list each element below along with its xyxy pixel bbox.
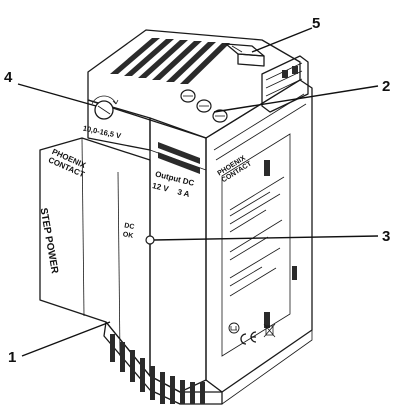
callout-5-leader bbox=[251, 27, 313, 53]
callout-5-number: 5 bbox=[312, 15, 320, 32]
side-vent-slot bbox=[264, 160, 270, 176]
callout-4-leader bbox=[17, 83, 97, 107]
status-indicator: DC OK bbox=[122, 222, 135, 240]
output-current: 3 A bbox=[177, 187, 191, 199]
power-supply-unit: Output DC 12 V 3 A 10,0-16,5 V PHOENIX C… bbox=[37, 29, 313, 405]
ce-mark-icon bbox=[240, 331, 257, 345]
ul-mark-icon bbox=[228, 322, 240, 334]
status-line-dc: DC bbox=[124, 222, 135, 231]
callout-1-leader bbox=[21, 321, 111, 357]
output-terminal-block bbox=[261, 55, 309, 113]
led-indicator-icon bbox=[145, 235, 155, 245]
callout-3: 3 bbox=[153, 228, 390, 245]
product-name: STEP POWER bbox=[37, 207, 60, 275]
brand-logo: PHOENIX CONTACT bbox=[47, 147, 88, 179]
side-vent-slot bbox=[264, 312, 270, 328]
weee-disposal-icon bbox=[263, 323, 276, 338]
bottom-cooling-fins bbox=[110, 334, 205, 404]
callout-3-number: 3 bbox=[382, 228, 390, 245]
callout-4: 4 bbox=[4, 69, 97, 107]
callout-1: 1 bbox=[8, 321, 111, 366]
callout-2-number: 2 bbox=[382, 78, 390, 95]
voltage-adjust-potentiometer bbox=[91, 95, 119, 120]
side-vent-slot bbox=[292, 266, 297, 280]
callout-3-leader bbox=[153, 235, 379, 241]
screw-terminals bbox=[180, 89, 228, 123]
output-rating-label: Output DC 12 V 3 A bbox=[151, 169, 195, 199]
status-line-ok: OK bbox=[122, 231, 134, 240]
callout-1-number: 1 bbox=[8, 349, 16, 366]
specification-label: PHOENIX CONTACT bbox=[216, 133, 291, 357]
callout-2-leader bbox=[213, 85, 379, 113]
top-cooling-slots bbox=[110, 38, 230, 84]
callout-5: 5 bbox=[251, 15, 320, 53]
callout-4-number: 4 bbox=[4, 69, 13, 86]
output-voltage: 12 V bbox=[151, 181, 170, 194]
din-rail-clip bbox=[225, 43, 265, 67]
callout-2: 2 bbox=[213, 78, 390, 113]
output-vent-slots bbox=[158, 142, 200, 174]
